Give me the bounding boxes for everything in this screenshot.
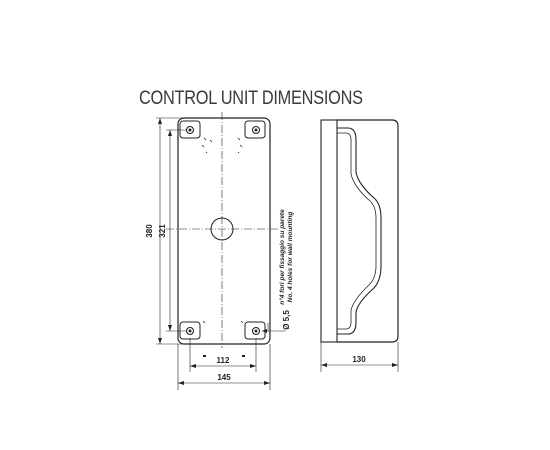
- diagram-title: CONTROL UNIT DIMENSIONS: [139, 88, 363, 109]
- side-view: [320, 119, 399, 372]
- screw-marks: [201, 137, 244, 324]
- note-italian: n°4 fori per fissaggio su parete: [278, 209, 286, 305]
- vertical-dimensions: [156, 117, 186, 345]
- mounting-hole-bottom-right: [244, 321, 266, 340]
- side-cover-outline: [337, 119, 399, 343]
- side-back-plate: [320, 119, 338, 343]
- dim-width-overall: 145: [217, 373, 231, 382]
- note-english: No. 4 holes for wall mounting: [287, 212, 294, 303]
- dim-width-holes: 112: [217, 356, 230, 365]
- dim-height-overall: 380: [145, 224, 154, 238]
- front-view: [166, 112, 280, 357]
- dim-depth: 130: [352, 355, 366, 364]
- front-outline: [177, 117, 271, 345]
- mounting-hole-bottom-left: [179, 321, 201, 340]
- side-cover-profile-outer: [337, 127, 382, 335]
- mounting-hole-top-left: [179, 120, 201, 139]
- mounting-hole-top-right: [244, 120, 266, 139]
- horizontal-dimensions: [177, 338, 271, 390]
- dim-hole-diameter: Ø 5,5: [282, 310, 291, 330]
- dim-height-holes: 321: [158, 224, 167, 238]
- hole-leader: [262, 323, 286, 333]
- side-cover-profile-inner: [337, 132, 377, 330]
